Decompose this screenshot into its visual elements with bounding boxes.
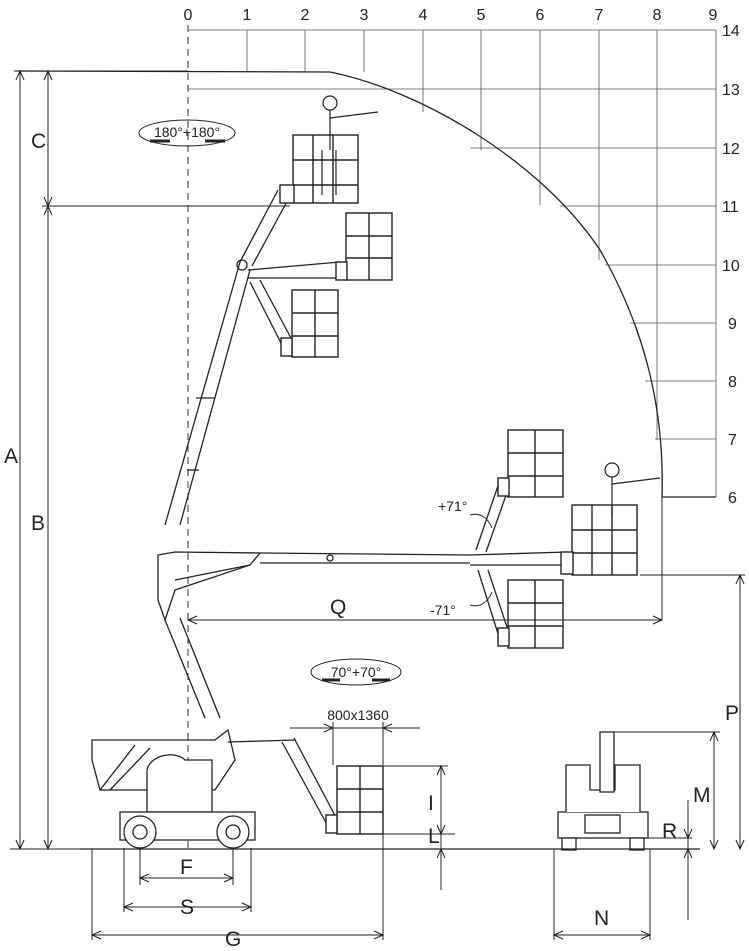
angle-up-arrow	[469, 513, 493, 529]
dimension-B: B	[31, 512, 45, 535]
y-tick-12: 12	[722, 141, 740, 158]
y-tick-10: 10	[722, 258, 740, 275]
rotation-jib-label: 70°+70°	[331, 664, 382, 680]
y-tick-11: 11	[722, 199, 739, 216]
dimension-Q-line	[186, 615, 664, 625]
dimension-I: I	[428, 792, 434, 815]
platform-size-dim	[290, 722, 420, 765]
dimension-M: M	[693, 784, 711, 807]
angle-up-label: +71°	[438, 498, 467, 514]
x-tick-1: 1	[243, 7, 252, 24]
left-dimensions	[10, 69, 290, 851]
dimension-N-line	[552, 849, 652, 940]
basket-up-right	[497, 429, 564, 498]
basket-mid	[335, 212, 393, 281]
basket-down-right	[497, 579, 564, 649]
basket-stowed	[325, 765, 384, 835]
y-tick-14: 14	[722, 23, 740, 40]
basket-front-right	[560, 504, 638, 576]
y-axis-ticks: 14 13 12 11 10 9 8 7 6	[722, 23, 740, 507]
dimension-F: F	[180, 856, 193, 879]
x-tick-2: 2	[301, 7, 310, 24]
operator-top	[321, 95, 379, 195]
machine-front-view	[557, 731, 649, 851]
operator-right	[604, 462, 661, 515]
x-tick-7: 7	[595, 7, 604, 24]
x-tick-6: 6	[536, 7, 545, 24]
y-tick-13: 13	[722, 82, 740, 99]
x-tick-9: 9	[709, 7, 718, 24]
dimension-R: R	[662, 820, 677, 843]
x-tick-5: 5	[477, 7, 486, 24]
y-tick-9: 9	[728, 316, 737, 333]
dimension-P-line	[640, 573, 745, 851]
working-range-grid	[188, 29, 717, 498]
x-axis-ticks: 0 1 2 3 4 5 6 7 8 9	[184, 7, 718, 24]
basket-top	[279, 134, 359, 204]
y-tick-6: 6	[728, 490, 737, 507]
dimension-L: L	[428, 825, 440, 848]
boom-raised	[164, 189, 341, 526]
angle-down-arrow	[469, 591, 493, 607]
angle-down-label: -71°	[430, 602, 456, 618]
dimension-A: A	[4, 445, 18, 468]
working-envelope	[17, 70, 716, 498]
y-tick-8: 8	[728, 374, 737, 391]
rotation-top-label: 180°+180°	[154, 124, 220, 140]
x-tick-8: 8	[653, 7, 662, 24]
dimension-C: C	[31, 130, 46, 153]
rotation-indicator-top: 180°+180°	[138, 119, 236, 147]
dimension-IL-lines	[383, 764, 455, 890]
y-tick-7: 7	[728, 432, 737, 449]
dimension-FSG-lines	[90, 834, 385, 940]
x-tick-3: 3	[360, 7, 369, 24]
dimension-S: S	[180, 896, 194, 919]
dimension-G: G	[225, 928, 241, 951]
dimension-MR-lines	[610, 730, 720, 920]
platform-size-label: 800x1360	[327, 707, 389, 723]
boom-horizontal	[157, 479, 569, 719]
dimension-P: P	[725, 702, 739, 725]
dimension-N: N	[594, 907, 609, 930]
dimension-Q: Q	[330, 596, 346, 619]
x-tick-4: 4	[419, 7, 428, 24]
rotation-indicator-jib: 70°+70°	[310, 658, 402, 686]
x-tick-0: 0	[184, 7, 193, 24]
machine-stowed	[91, 728, 341, 849]
basket-lower	[280, 289, 339, 358]
